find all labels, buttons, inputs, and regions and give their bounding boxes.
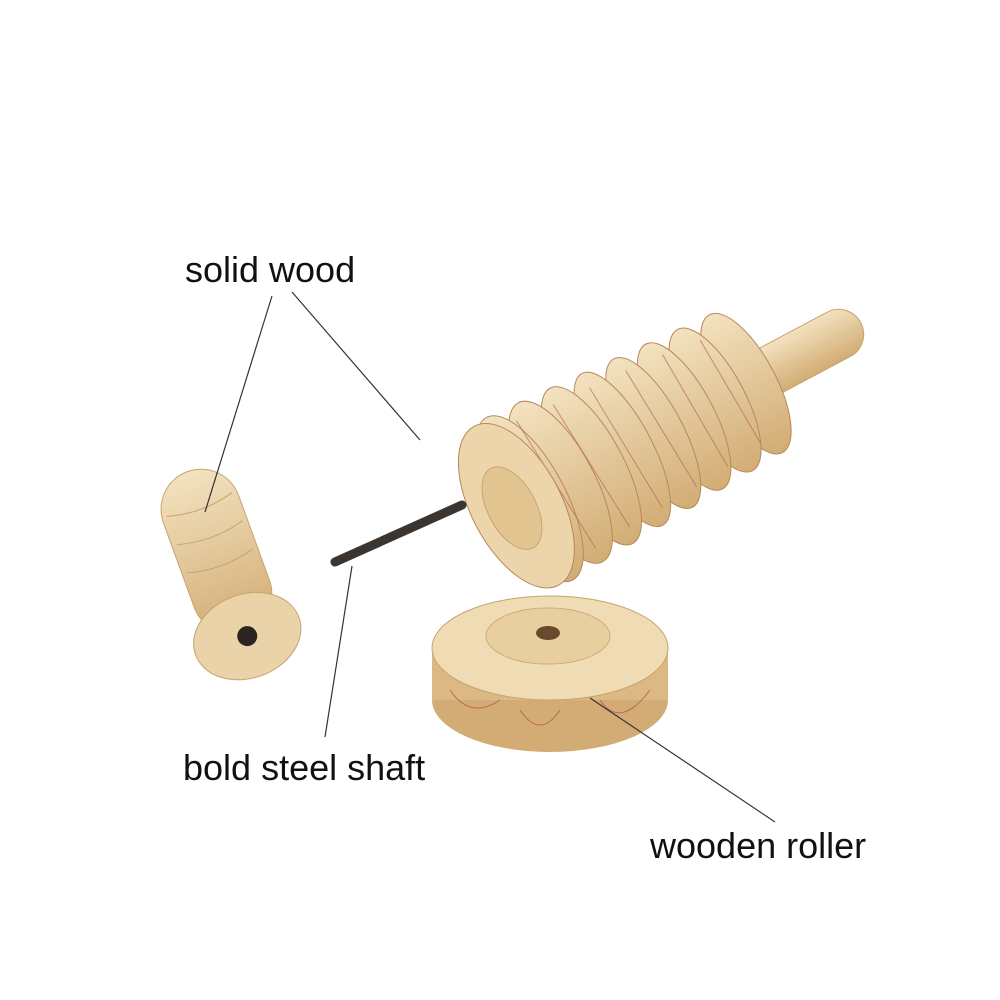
wooden-roller-disc	[431, 595, 669, 752]
leader-lines	[204, 291, 776, 823]
solid-wood-label: solid wood	[185, 249, 356, 290]
steel-shaft	[330, 500, 467, 567]
detached-handle	[160, 468, 302, 681]
steel-shaft-label: bold steel shaft	[183, 747, 426, 788]
handle-hole	[237, 626, 258, 647]
wooden-roller-label: wooden roller	[650, 825, 867, 866]
roller-assembly	[457, 308, 865, 589]
